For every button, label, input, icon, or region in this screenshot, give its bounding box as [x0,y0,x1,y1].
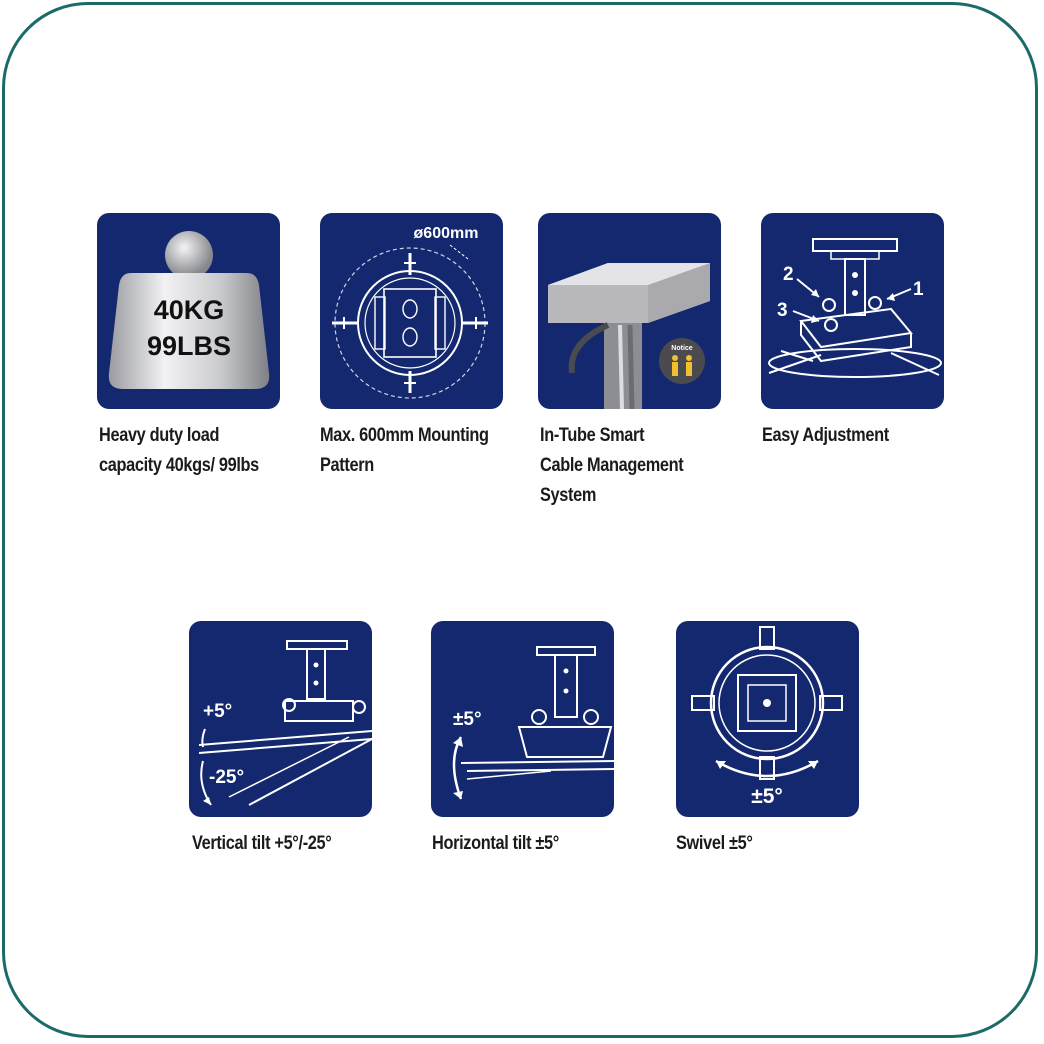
caption-horizontal-tilt: Horizontal tilt ±5° [432,833,559,854]
swivel-icon: ±5° [691,626,843,808]
horizontal-tilt-label: ±5° [453,709,482,730]
caption-vertical-tilt: Vertical tilt +5°/-25° [192,833,332,854]
weight-lbs-text: 99LBS [147,331,231,361]
feature-tile-cable: Notice [538,213,721,409]
feature-tile-load: 40KG 99LBS [97,213,280,409]
horizontal-tilt-icon: ±5° [452,646,614,800]
caption-swivel: Swivel ±5° [676,833,753,854]
vertical-tilt-icon: +5° -25° [198,640,372,806]
cable-management-icon: Notice [548,263,710,409]
weight-icon: 40KG 99LBS [108,231,270,389]
feature-tile-adjustment: 2 1 3 [761,213,944,409]
marker-3: 3 [777,300,788,321]
notice-label: Notice [671,345,693,352]
marker-1: 1 [913,279,924,300]
tilt-down-label: -25° [209,767,244,788]
feature-tile-horizontal-tilt: ±5° [431,621,614,817]
marker-2: 2 [783,264,794,285]
diameter-label: ø600mm [414,225,479,242]
weight-kg-text: 40KG [154,295,225,325]
caption-mounting: Max. 600mm Mounting Pattern [320,425,489,476]
mounting-pattern-icon: ø600mm [332,225,488,399]
caption-adjustment: Easy Adjustment [762,425,889,446]
tilt-up-label: +5° [203,701,232,722]
easy-adjustment-icon: 2 1 3 [768,238,942,378]
feature-tile-vertical-tilt: +5° -25° [189,621,372,817]
feature-tile-swivel: ±5° [676,621,859,817]
feature-tile-mounting: ø600mm [320,213,503,409]
caption-cable: In-Tube Smart Cable Management System [540,425,684,506]
caption-load: Heavy duty load capacity 40kgs/ 99lbs [99,425,259,476]
swivel-label: ±5° [751,785,783,808]
